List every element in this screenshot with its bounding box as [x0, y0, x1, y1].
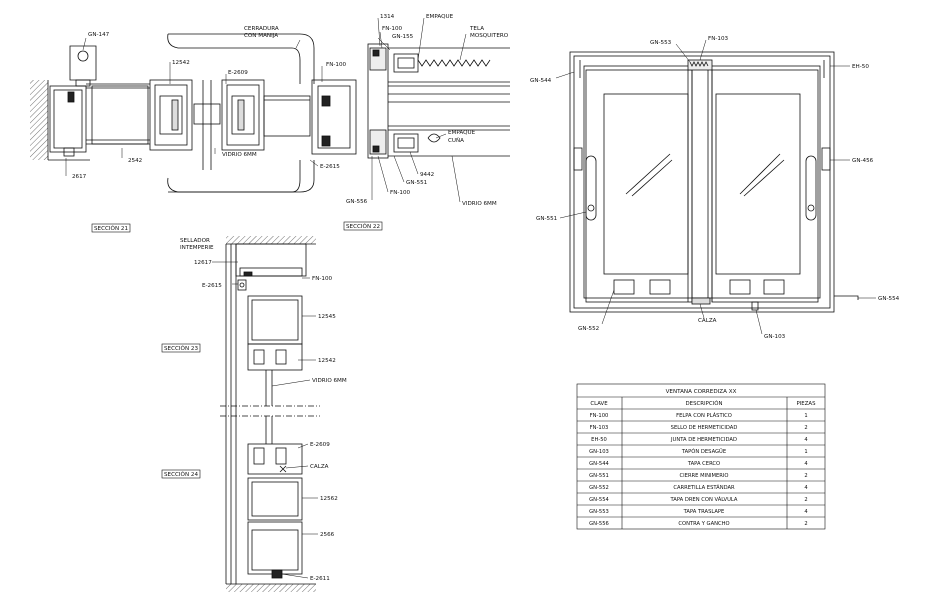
callout-gn554: GN-554	[878, 296, 900, 302]
table-cell-descripcion: CARRETILLA ESTÁNDAR	[673, 484, 735, 491]
callout-calza: CALZA	[698, 318, 717, 324]
table-cell-piezas: 4	[804, 509, 808, 515]
window-elevation	[569, 51, 859, 313]
table-cell-descripcion: CONTRA Y GANCHO	[678, 521, 729, 527]
callout-texts-elevation: GN-553 FN-103 GN-544 EH-50 GN-456 GN-551…	[530, 36, 900, 340]
table-header-piezas: PIEZAS	[796, 401, 816, 407]
table-cell-descripcion: JUNTA DE HERMETICIDAD	[670, 437, 737, 443]
callout-gn456: GN-456	[852, 158, 874, 164]
table-cell-descripcion: SELLO DE HERMETICIDAD	[671, 425, 738, 431]
callout-gn544: GN-544	[530, 78, 552, 84]
callout-eh50: EH-50	[852, 64, 869, 70]
callout-cuna: CUÑA	[448, 137, 464, 144]
table-cell-piezas: 2	[804, 521, 807, 527]
callout-texts-vertical: SELLADOR INTEMPERIE 12617 FN-100 E-2615 …	[180, 238, 347, 582]
callout-gn103: GN-103	[764, 334, 786, 340]
callout-calza-v: CALZA	[310, 464, 329, 470]
table-cell-piezas: 4	[804, 485, 808, 491]
callout-2566: 2566	[320, 532, 335, 538]
callout-e2609-v: E-2609	[310, 442, 330, 448]
label-seccion-21: SECCIÓN 21	[94, 225, 128, 232]
horizontal-section-right	[367, 43, 510, 159]
callout-empaque-bottom: EMPAQUE	[448, 130, 476, 136]
table-cell-clave: GN-554	[589, 497, 609, 503]
table-cell-clave: GN-552	[589, 485, 609, 491]
callout-2617: 2617	[72, 174, 87, 180]
table-cell-clave: GN-544	[589, 461, 609, 467]
table-cell-clave: GN-556	[589, 521, 609, 527]
table-header-descripcion: DESCRIPCIÓN	[686, 400, 723, 407]
callout-e2615: E-2615	[320, 164, 340, 170]
table-cell-descripcion: TAPÓN DESAGÜE	[681, 448, 726, 455]
callout-e2615-v: E-2615	[202, 283, 222, 289]
table-cell-piezas: 1	[804, 413, 807, 419]
table-cell-clave: FN-100	[590, 413, 609, 419]
table-cell-clave: GN-551	[589, 473, 609, 479]
callout-12542: 12542	[172, 60, 190, 66]
callout-cerradura: CERRADURA	[244, 26, 279, 32]
callout-fn100-a: FN-100	[326, 62, 347, 68]
label-seccion-23: SECCIÓN 23	[164, 345, 198, 352]
callout-vidrio-6mm-b: VIDRIO 6MM	[462, 201, 497, 207]
callout-gn147: GN-147	[88, 32, 110, 38]
callout-e2609: E-2609	[228, 70, 248, 76]
callout-fn100-c: FN-100	[390, 190, 411, 196]
table-cell-clave: GN-103	[589, 449, 609, 455]
table-cell-piezas: 1	[804, 449, 807, 455]
callouts-elevation	[555, 39, 876, 335]
callout-cerradura-manija: CON MANIJA	[244, 33, 278, 39]
label-seccion-24: SECCIÓN 24	[164, 471, 198, 478]
callout-fn103: FN-103	[708, 36, 729, 42]
callout-intemperie: INTEMPERIE	[180, 245, 214, 251]
table-cell-clave: GN-553	[589, 509, 609, 515]
callout-gn553: GN-553	[650, 40, 672, 46]
table-cell-piezas: 4	[804, 437, 808, 443]
table-cell-descripcion: TAPA TRASLAPE	[683, 509, 725, 515]
callout-tela: TELA	[469, 26, 484, 32]
callout-1314: 1314	[380, 14, 395, 20]
table-cell-descripcion: FELPA CON PLÁSTICO	[676, 412, 732, 419]
callout-mosquitero: MOSQUITERO	[470, 33, 509, 39]
section-labels: SECCIÓN 21 SECCIÓN 22 SECCIÓN 23 SECCIÓN…	[91, 221, 383, 479]
callout-fn100-b: FN-100	[382, 26, 403, 32]
table-cell-clave: FN-103	[590, 425, 609, 431]
callout-e2611: E-2611	[310, 576, 330, 582]
callout-gn552: GN-552	[578, 326, 599, 332]
callouts-top	[65, 17, 467, 203]
callout-empaque-top: EMPAQUE	[426, 14, 454, 20]
callout-fn100-v: FN-100	[312, 276, 333, 282]
table-cell-piezas: 2	[804, 497, 807, 503]
table-header-clave: CLAVE	[590, 401, 608, 407]
table-cell-descripcion: CIERRE MINIMERIO	[680, 473, 729, 479]
table-cell-descripcion: TAPA CERCO	[687, 461, 720, 467]
table-cell-piezas: 2	[804, 473, 807, 479]
table-cell-piezas: 2	[804, 425, 807, 431]
table-title: VENTANA CORREDIZA XX	[666, 389, 737, 395]
callout-sellador: SELLADOR	[180, 238, 210, 244]
callout-9442: 9442	[420, 172, 434, 178]
callouts-vertical	[212, 261, 318, 579]
horizontal-section-left	[30, 33, 357, 193]
callout-gn551: GN-551	[536, 216, 558, 222]
callout-gn556: GN-556	[346, 199, 368, 205]
parts-table-text: VENTANA CORREDIZA XX CLAVE DESCRIPCIÓN P…	[590, 389, 816, 407]
callout-texts-top: GN-147 CERRADURA CON MANIJA 12542 E-2609…	[72, 14, 509, 207]
callout-gn551-a: GN-551	[406, 180, 428, 186]
parts-table	[576, 383, 826, 530]
callout-vidrio-6mm: VIDRIO 6MM	[222, 152, 257, 158]
callout-vidrio-v: VIDRIO 6MM	[312, 378, 347, 384]
table-cell-descripcion: TAPA DREN CON VÁLVULA	[670, 496, 738, 503]
vertical-section	[220, 236, 320, 592]
label-seccion-22: SECCIÓN 22	[346, 223, 380, 230]
callout-12542-v: 12542	[318, 358, 336, 364]
callout-12545: 12545	[318, 314, 336, 320]
callout-gn155: GN-155	[392, 34, 414, 40]
table-cell-clave: EH-50	[591, 437, 607, 443]
callout-12617: 12617	[194, 260, 212, 266]
callout-12562: 12562	[320, 496, 338, 502]
table-cell-piezas: 4	[804, 461, 808, 467]
callout-2542: 2542	[128, 158, 142, 164]
